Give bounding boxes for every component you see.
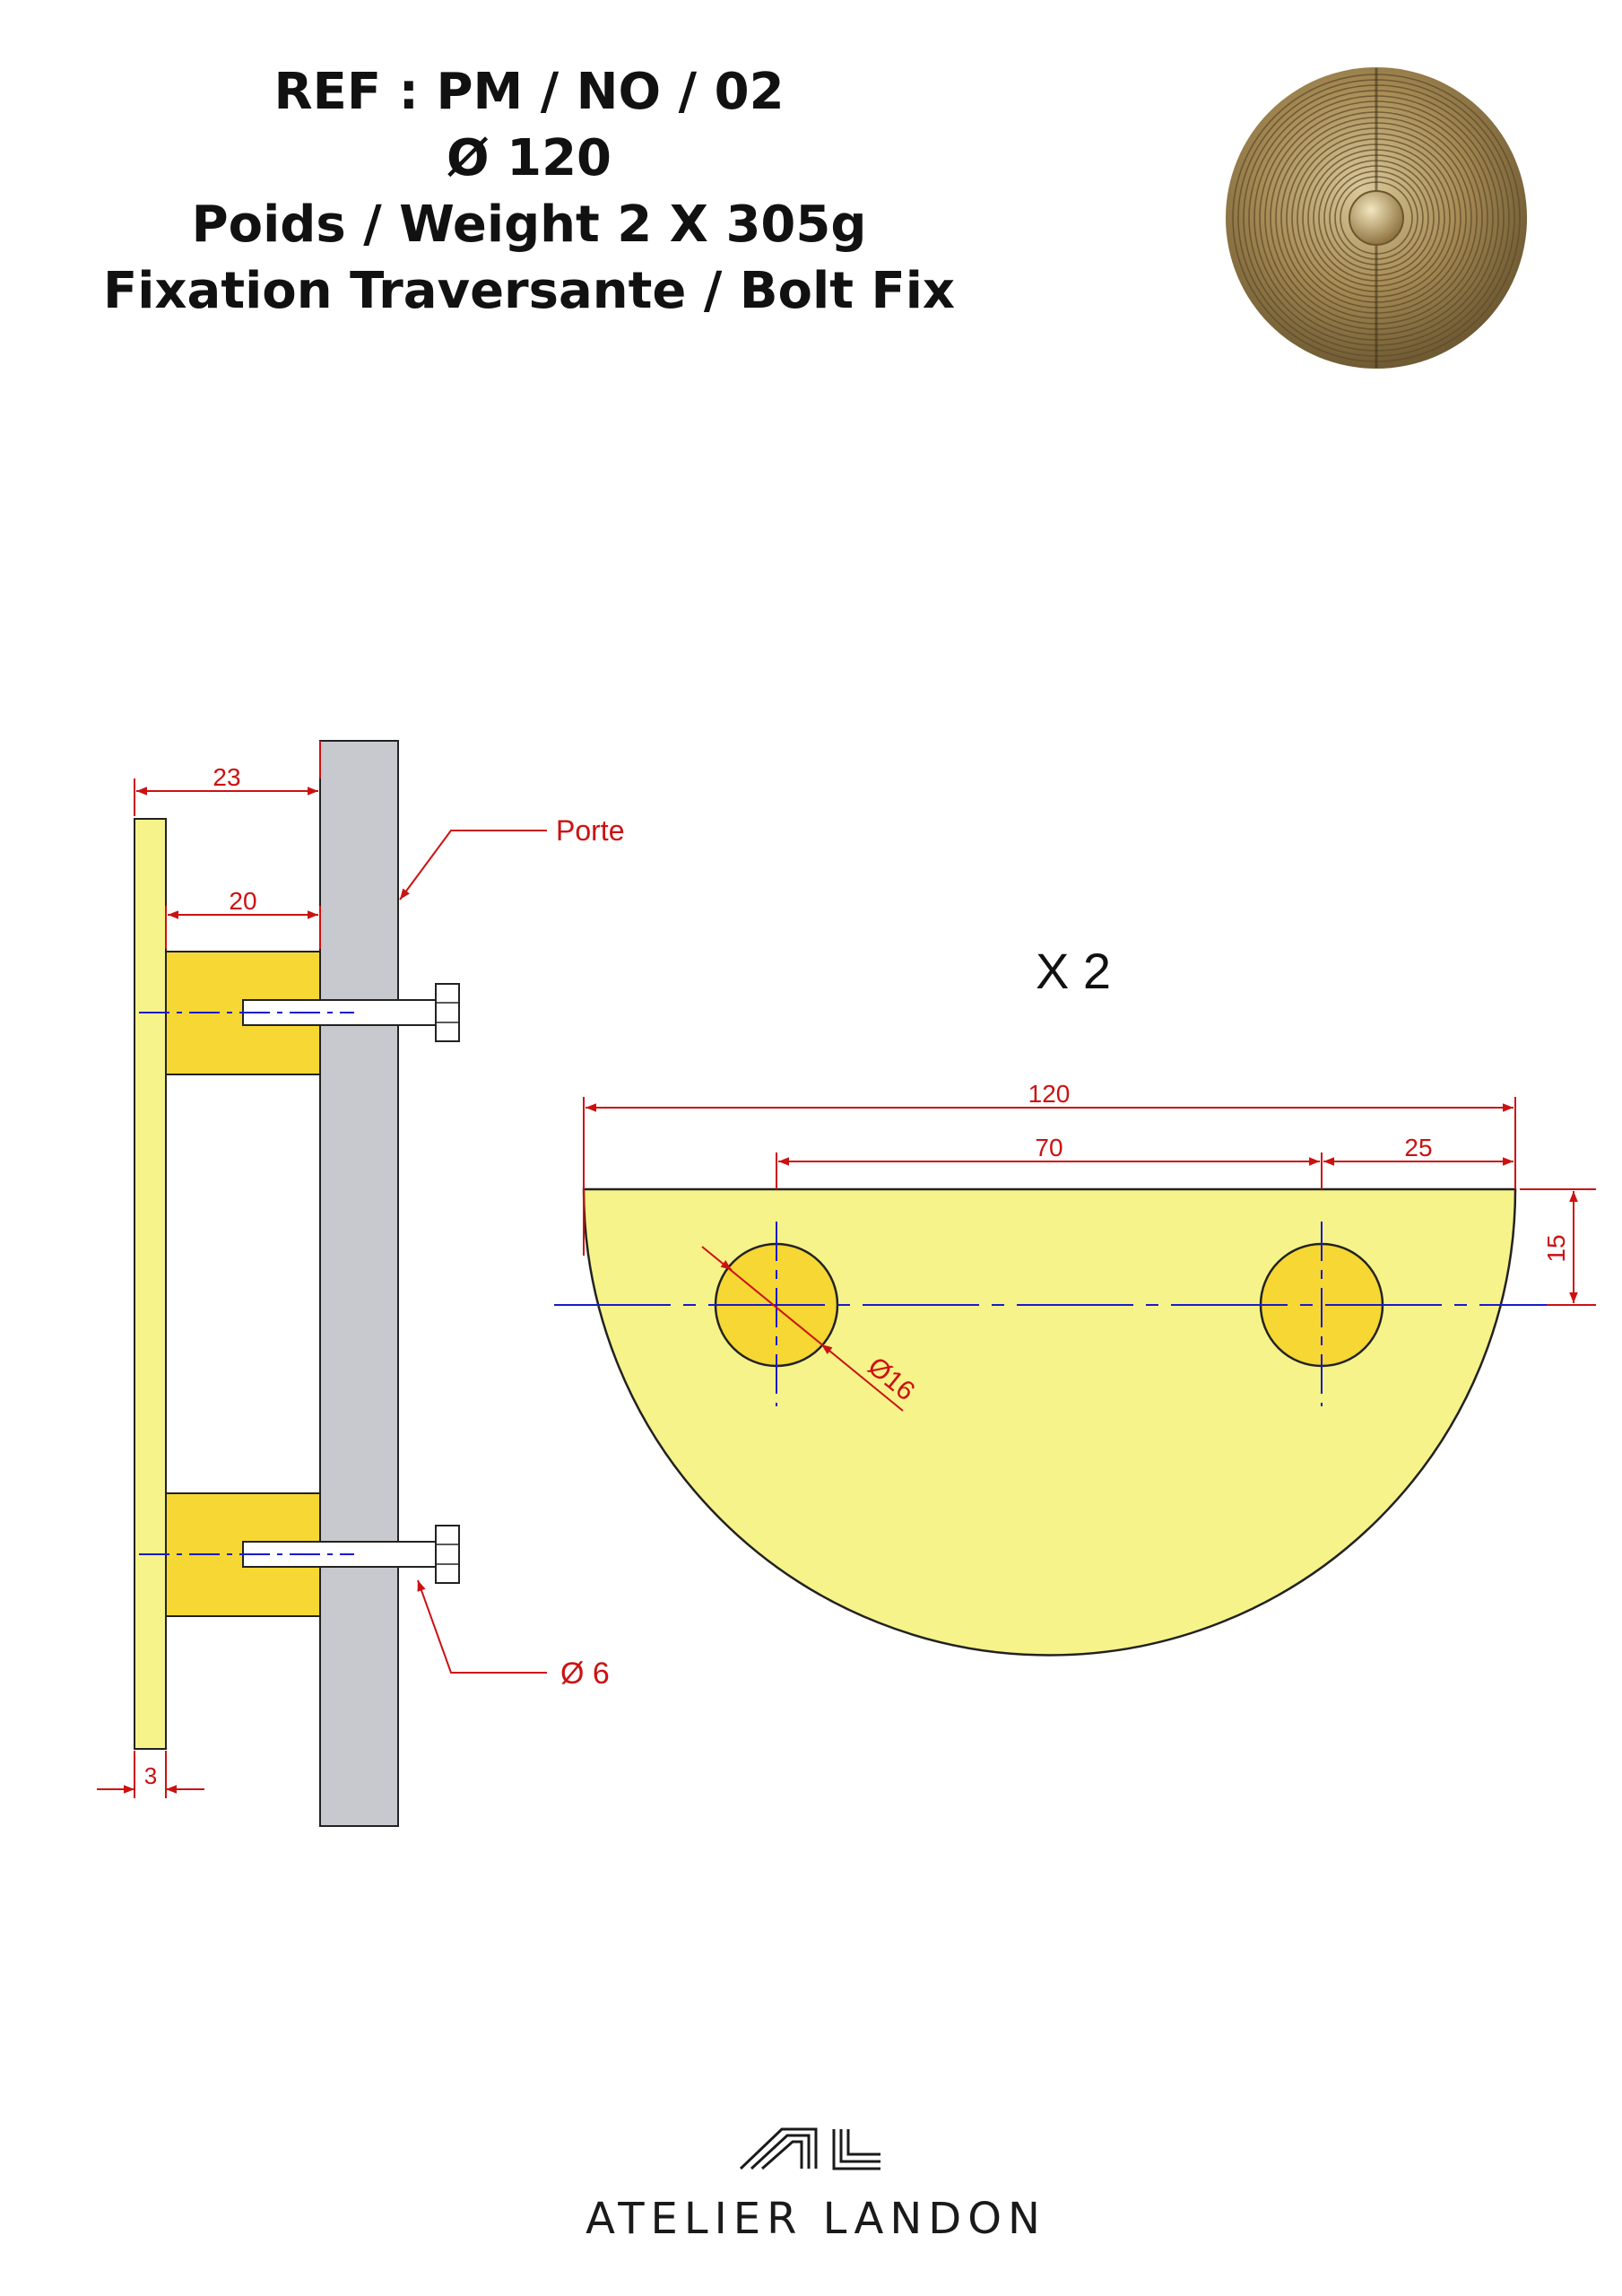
dim-vertical-offset: 15: [1542, 1234, 1570, 1262]
handle-plate-side: [134, 818, 167, 1750]
dim-plate-thickness: 3: [144, 1762, 157, 1789]
dim-plate-width: 120: [1028, 1080, 1071, 1108]
dim-total-depth: 23: [213, 763, 240, 791]
dim-edge-offset: 25: [1404, 1134, 1432, 1161]
brand-monogram-logo: [739, 2127, 880, 2170]
reference-code: REF : PM / NO / 02: [273, 63, 785, 121]
diameter-spec: Ø 120: [447, 129, 612, 187]
bolt-bottom: [139, 1525, 460, 1584]
side-view: 23 20 3 Porte Ø 6: [97, 740, 624, 1827]
door-label: Porte: [556, 814, 624, 847]
door-panel: [319, 740, 399, 1827]
front-view: X 2 120: [554, 943, 1596, 1657]
quantity-label: X 2: [1036, 943, 1111, 999]
dim-spacer-depth: 20: [229, 887, 256, 915]
product-photo: [1226, 67, 1527, 369]
half-disc-plate: [582, 1187, 1517, 1657]
weight-spec: Poids / Weight 2 X 305g: [191, 196, 867, 254]
brand-name: ATELIER LANDON: [585, 2194, 1046, 2244]
bolt-diameter-label: Ø 6: [560, 1657, 610, 1691]
fixation-spec: Fixation Traversante / Bolt Fix: [102, 262, 956, 320]
bolt-top: [139, 983, 460, 1042]
spec-header: REF : PM / NO / 02 Ø 120 Poids / Weight …: [72, 59, 986, 325]
dim-hole-spacing: 70: [1035, 1134, 1063, 1161]
